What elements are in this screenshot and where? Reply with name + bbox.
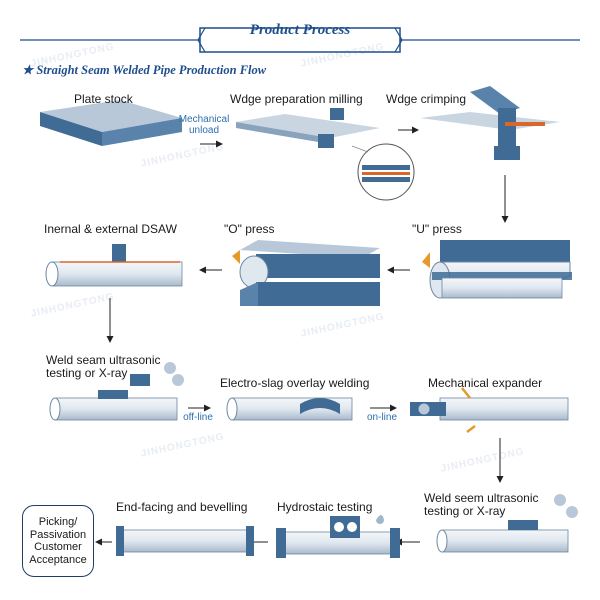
note-off-line: off-line [183, 412, 213, 423]
u-press-graphic [422, 240, 572, 299]
label-u-press: "U" press [412, 222, 462, 236]
page-subtitle: ★ Straight Seam Welded Pipe Production F… [22, 63, 267, 77]
label-electro-slag: Electro-slag overlay welding [220, 376, 370, 390]
label-end-facing: End-facing and bevelling [116, 500, 248, 514]
dsaw-graphic [45, 244, 183, 287]
final-step-box: Picking/ Passivation Customer Acceptance [22, 505, 94, 577]
label-plate-stock: Plate stock [74, 92, 133, 106]
ut-xray-2-graphic [436, 494, 578, 553]
electro-slag-graphic [226, 397, 353, 421]
label-hydrostatic: Hydrostaic testing [277, 500, 373, 514]
end-facing-graphic [116, 526, 254, 556]
label-ut-xray-2: Weld seem ultrasonic testing or X-ray [424, 491, 539, 518]
page-title: Product Process [249, 22, 351, 38]
note-on-line: on-line [366, 412, 398, 423]
header-banner [20, 27, 580, 53]
label-edge-crimping: Wdge crimping [386, 92, 467, 106]
label-ut-xray-1: Weld seam ultrasonic testing or X-ray [46, 353, 161, 380]
label-edge-milling: Wdge preparation milling [230, 92, 363, 106]
label-final-step: Picking/ Passivation Customer Acceptance [29, 516, 87, 566]
ut-xray-1-graphic [49, 362, 184, 421]
label-o-press: "O" press [224, 222, 275, 236]
hydrostatic-graphic [276, 515, 400, 558]
edge-crimping-graphic [420, 86, 560, 160]
o-press-graphic [232, 240, 380, 306]
edge-milling-graphic [236, 108, 415, 201]
plate-stock-graphic [40, 100, 182, 146]
label-mech-expander: Mechanical expander [428, 376, 543, 390]
note-mechanical-unload: Mechanical unload [178, 114, 230, 136]
mech-expander-graphic [410, 387, 569, 433]
label-dsaw: Inernal & external DSAW [44, 222, 177, 236]
